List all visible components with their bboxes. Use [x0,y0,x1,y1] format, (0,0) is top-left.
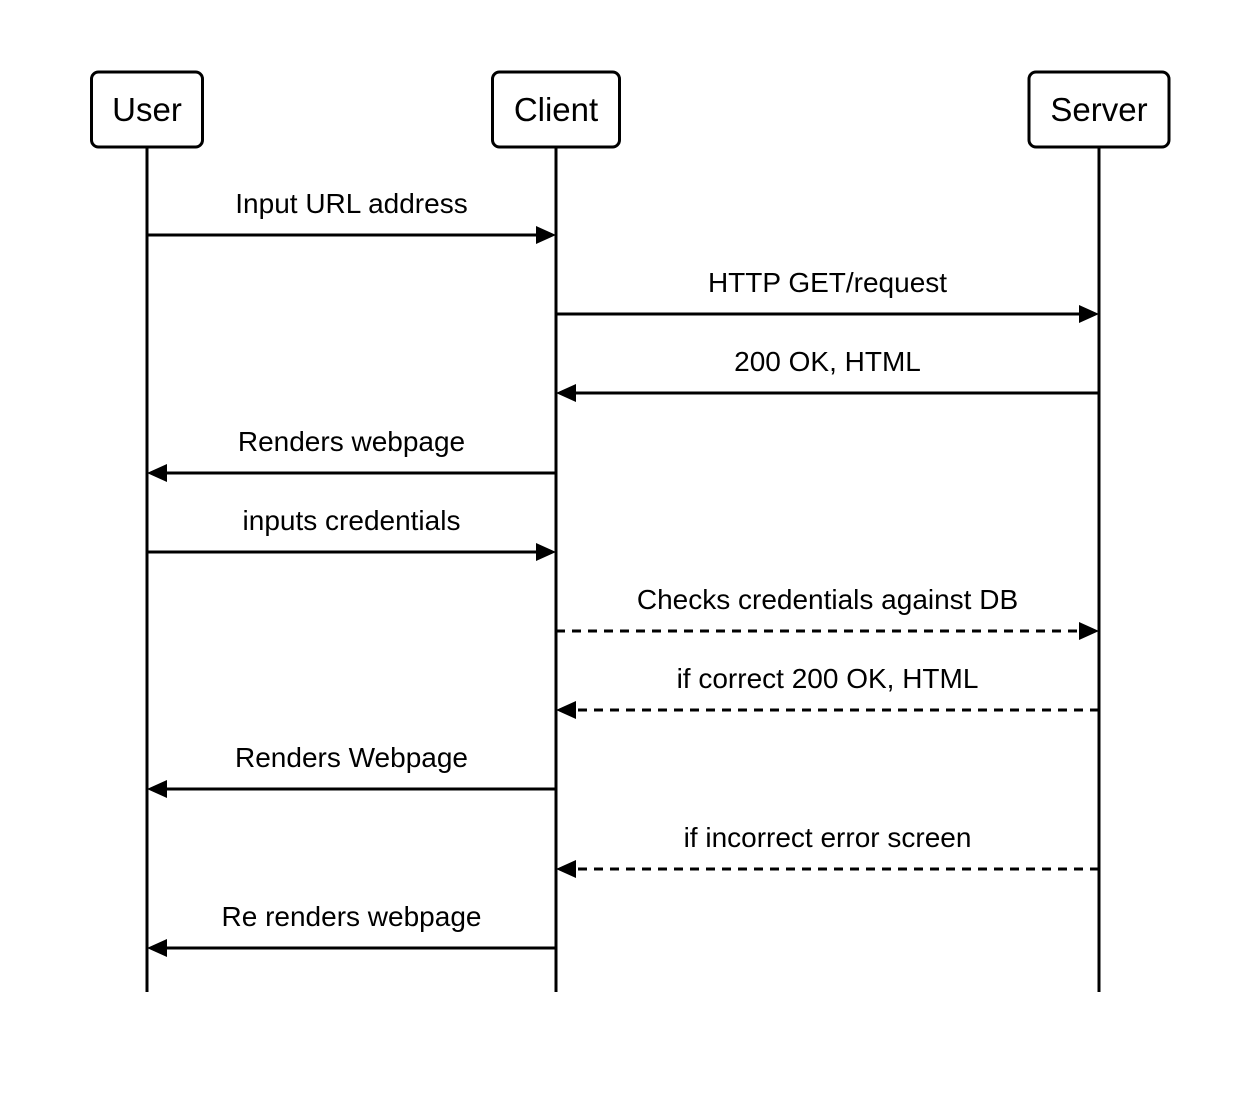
message-8[interactable]: Renders Webpage [147,742,556,798]
arrowhead-icon [556,701,576,719]
actor-label-client: Client [514,91,598,128]
arrowhead-icon [147,939,167,957]
message-label: HTTP GET/request [708,267,947,298]
arrowhead-icon [1079,622,1099,640]
message-label: Renders webpage [238,426,465,457]
actor-label-user: User [112,91,182,128]
message-10[interactable]: Re renders webpage [147,901,556,957]
message-2[interactable]: HTTP GET/request [556,267,1099,323]
actor-box-client [491,70,621,149]
arrowhead-icon [147,464,167,482]
arrowhead-icon [1079,305,1099,323]
message-label: Input URL address [235,188,467,219]
message-9[interactable]: if incorrect error screen [556,822,1099,878]
message-1[interactable]: Input URL address [147,188,556,244]
actor-client[interactable]: Client [491,70,621,149]
actors: User Client Server [90,70,1171,149]
arrowhead-icon [556,860,576,878]
message-label: Checks credentials against DB [637,584,1018,615]
message-label: 200 OK, HTML [734,346,921,377]
message-4[interactable]: Renders webpage [147,426,556,482]
message-label: if correct 200 OK, HTML [677,663,979,694]
message-label: Renders Webpage [235,742,468,773]
message-5[interactable]: inputs credentials [147,505,556,561]
message-label: inputs credentials [243,505,461,536]
arrowhead-icon [147,780,167,798]
actor-box-server [1027,70,1171,149]
message-label: Re renders webpage [222,901,482,932]
message-label: if incorrect error screen [684,822,972,853]
arrowhead-icon [536,226,556,244]
arrowhead-icon [536,543,556,561]
message-3[interactable]: 200 OK, HTML [556,346,1099,402]
actor-label-server: Server [1050,91,1147,128]
actor-user[interactable]: User [90,70,204,149]
arrowhead-icon [556,384,576,402]
message-7[interactable]: if correct 200 OK, HTML [556,663,1099,719]
lifelines [145,147,1101,992]
actor-server[interactable]: Server [1027,70,1171,149]
message-6[interactable]: Checks credentials against DB [556,584,1099,640]
actor-box-user [90,70,204,149]
